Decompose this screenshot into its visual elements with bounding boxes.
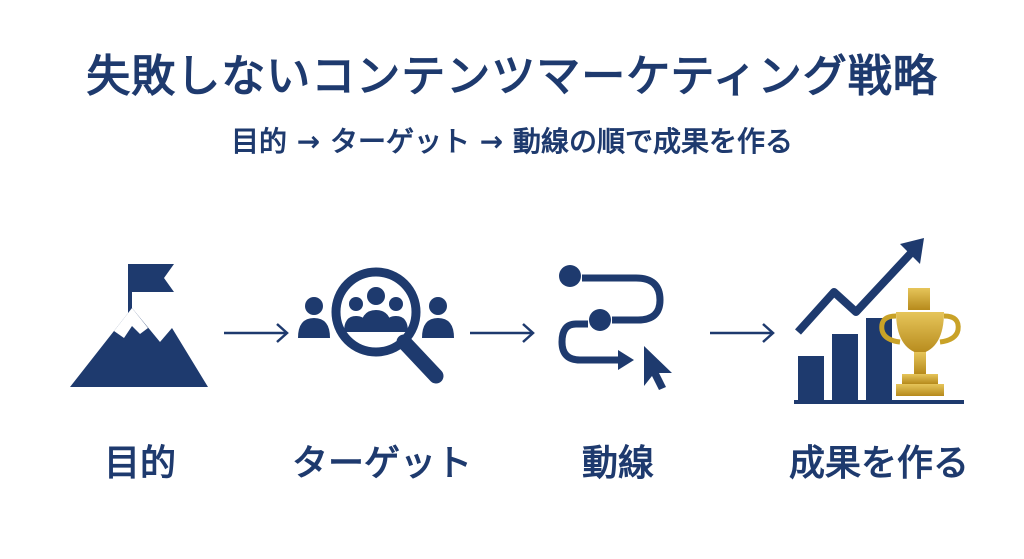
arrow-right-icon — [224, 323, 289, 343]
magnifier-people-icon — [296, 262, 456, 392]
mountain-flag-icon — [70, 262, 210, 392]
page-subtitle: 目的 → ターゲット → 動線の順で成果を作る — [231, 125, 793, 158]
growth-chart-trophy-icon — [792, 236, 968, 406]
arrow-right-icon — [710, 323, 775, 343]
step-label-goal: 目的 — [103, 443, 176, 484]
step-label-target: ターゲット — [291, 443, 472, 484]
step-label-result: 成果を作る — [788, 443, 969, 484]
step-label-flow: 動線 — [581, 443, 654, 484]
page-title: 失敗しないコンテンツマーケティング戦略 — [86, 51, 938, 102]
arrow-right-icon — [470, 323, 535, 343]
route-cursor-icon — [548, 262, 688, 392]
